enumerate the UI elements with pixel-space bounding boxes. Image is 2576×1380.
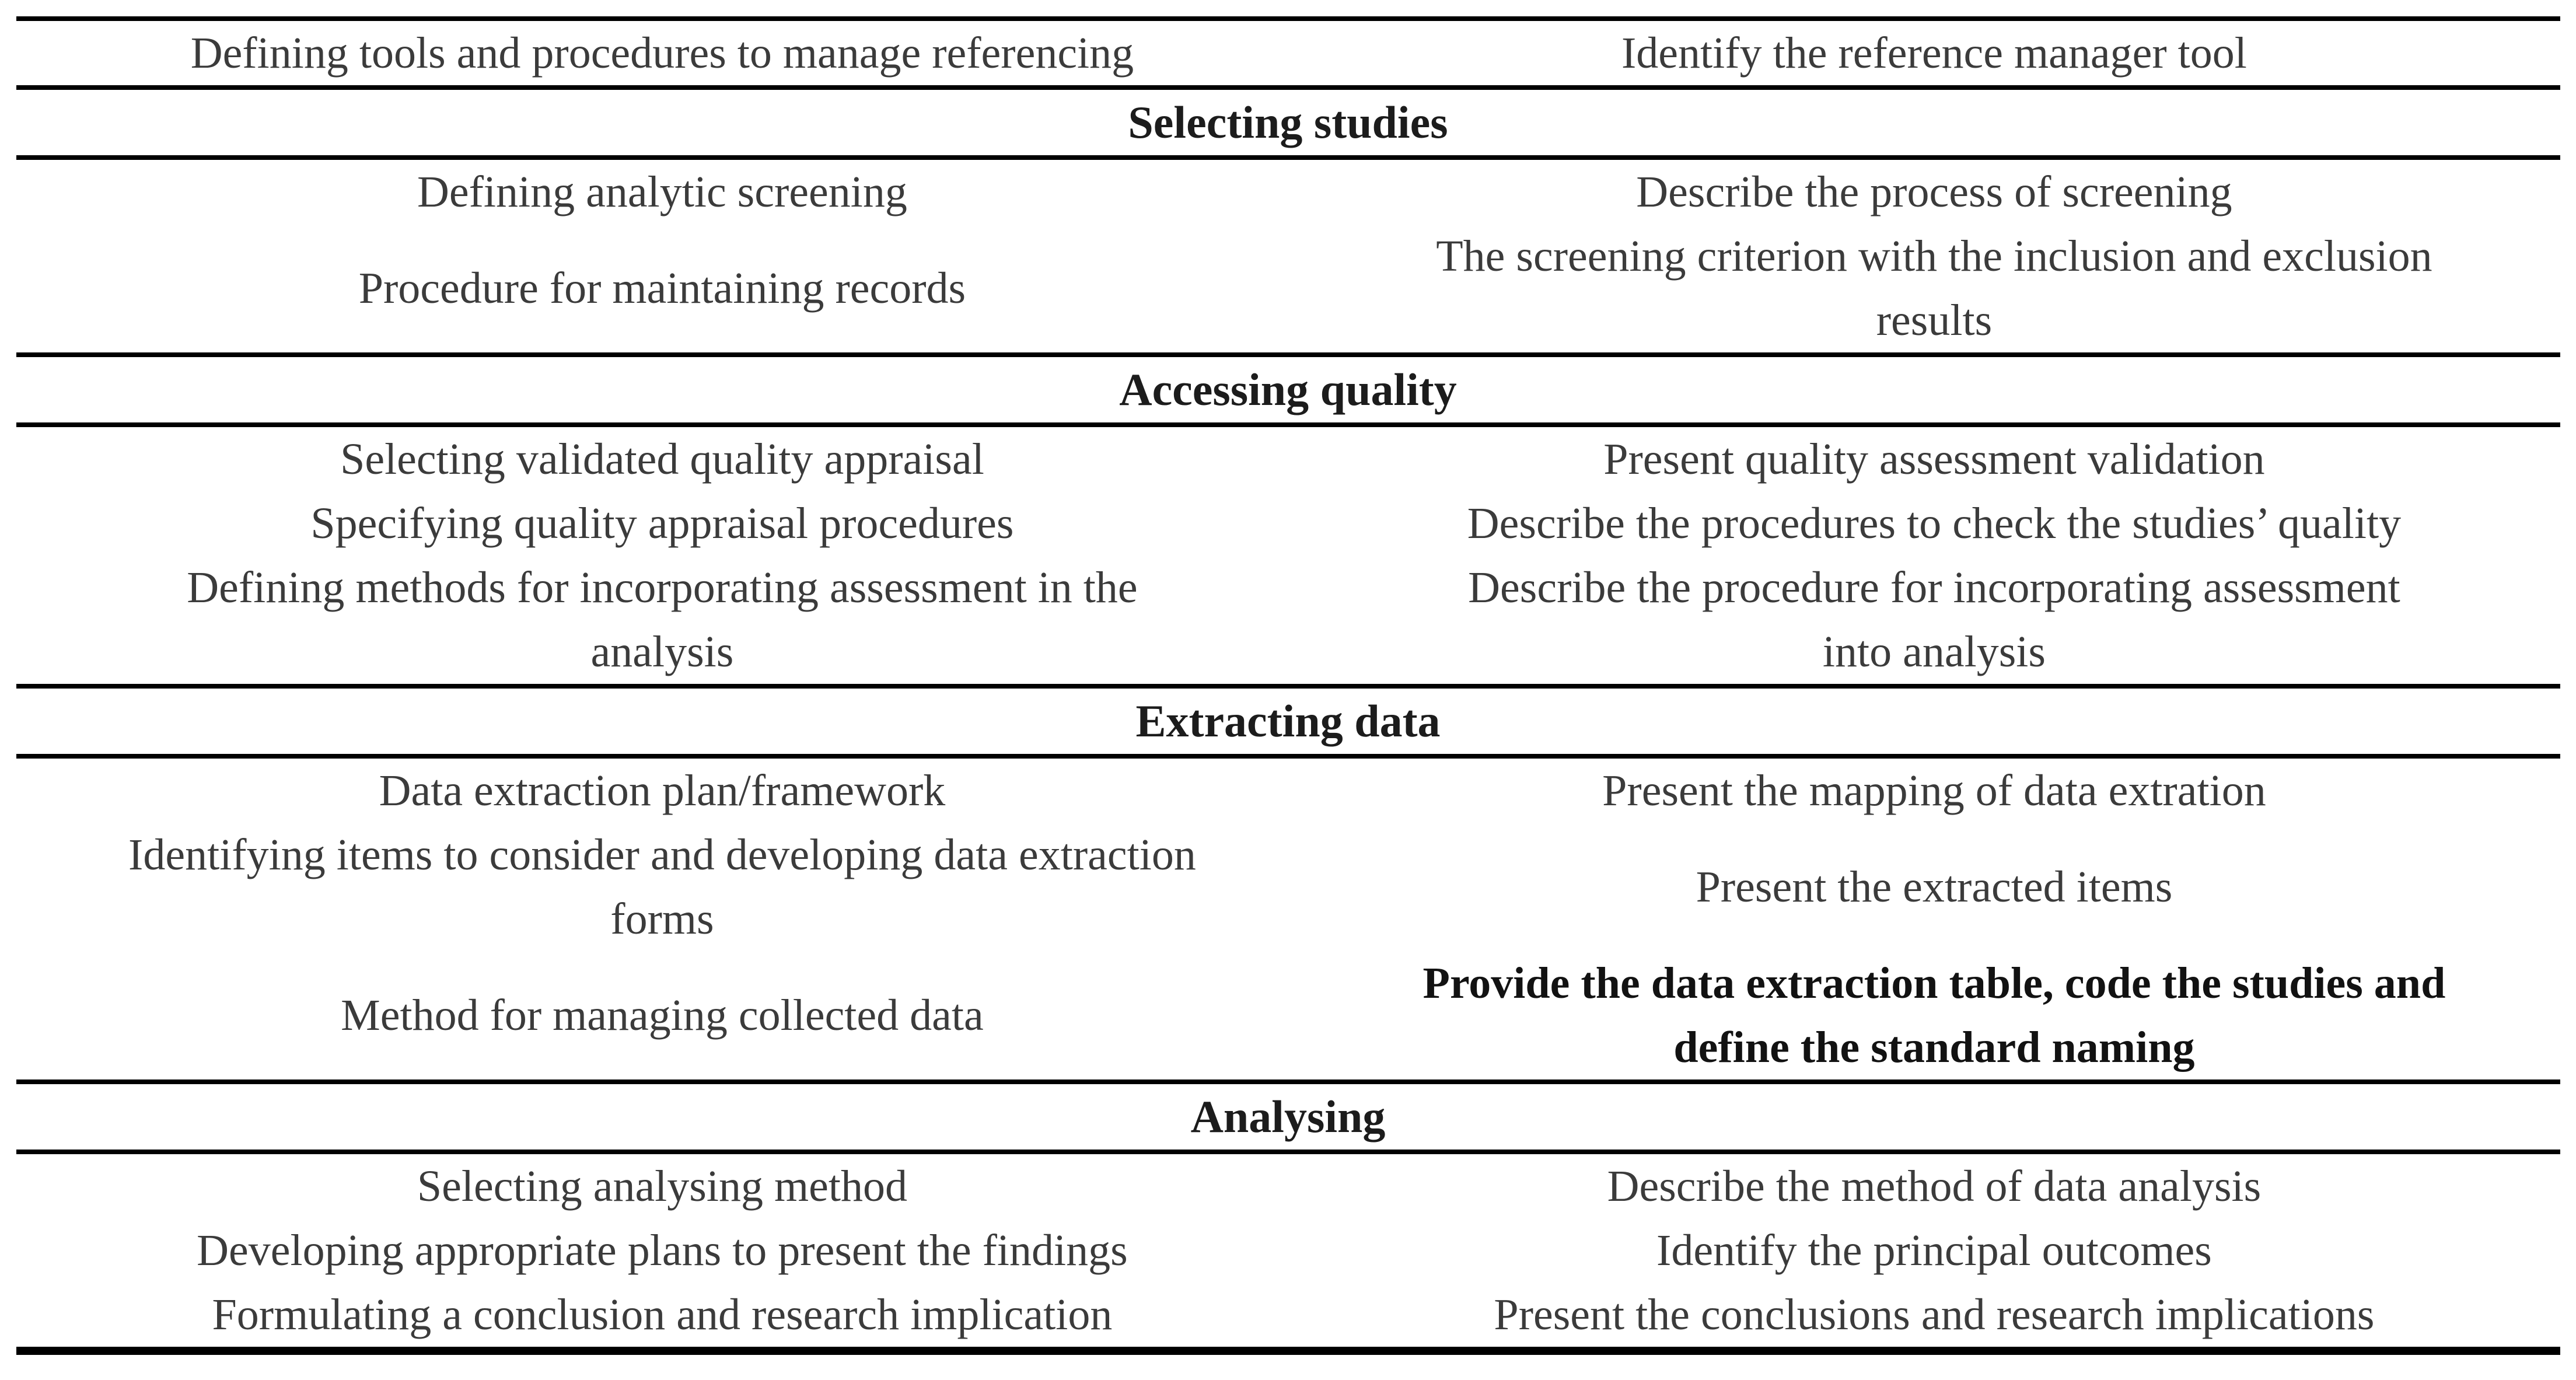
cell-step: Defining methods for incorporating asses… (187, 563, 1138, 676)
section-header-extracting-data: Extracting data (16, 684, 2560, 759)
cell-step: Specifying quality appraisal procedures (310, 499, 1014, 548)
section-header-row: Analysing (16, 1079, 2560, 1154)
table-row: Developing appropriate plans to present … (16, 1218, 2560, 1283)
cell-output-emphasis: Provide the data extraction table, code … (1422, 959, 2446, 1072)
table-row: Defining tools and procedures to manage … (16, 19, 2560, 88)
cell-output: Present the conclusions and research imp… (1494, 1290, 2375, 1339)
methodology-table: Defining tools and procedures to manage … (16, 16, 2560, 1355)
cell-step: Defining tools and procedures to manage … (190, 29, 1134, 78)
section-header-accessing-quality: Accessing quality (16, 352, 2560, 427)
table-row: Defining methods for incorporating asses… (16, 556, 2560, 686)
cell-output: The screening criterion with the inclusi… (1436, 232, 2432, 345)
cell-output: Identify the principal outcomes (1656, 1226, 2212, 1275)
cell-step: Selecting validated quality appraisal (340, 435, 984, 484)
table-row: Identifying items to consider and develo… (16, 823, 2560, 951)
table-row: Specifying quality appraisal procedures … (16, 491, 2560, 556)
cell-step: Method for managing collected data (341, 991, 984, 1040)
cell-step: Data extraction plan/framework (379, 766, 946, 815)
table-row: Method for managing collected data Provi… (16, 951, 2560, 1082)
cell-output: Describe the procedures to check the stu… (1467, 499, 2402, 548)
section-header-analysing: Analysing (16, 1079, 2560, 1154)
cell-output: Identify the reference manager tool (1621, 29, 2247, 78)
table-row: Selecting validated quality appraisal Pr… (16, 425, 2560, 491)
cell-step: Identifying items to consider and develo… (128, 830, 1196, 944)
section-header-row: Extracting data (16, 684, 2560, 759)
cell-step: Formulating a conclusion and research im… (212, 1290, 1113, 1339)
cell-output: Describe the method of data analysis (1607, 1162, 2262, 1211)
cell-output: Describe the procedure for incorporating… (1468, 563, 2400, 676)
cell-step: Selecting analysing method (417, 1162, 907, 1211)
table-row: Data extraction plan/framework Present t… (16, 756, 2560, 823)
cell-output: Present the mapping of data extration (1602, 766, 2266, 815)
cell-output: Present quality assessment validation (1603, 435, 2265, 484)
section-header-selecting-studies: Selecting studies (16, 85, 2560, 160)
table-row: Procedure for maintaining records The sc… (16, 224, 2560, 355)
cell-step: Procedure for maintaining records (358, 264, 966, 313)
table-row: Formulating a conclusion and research im… (16, 1283, 2560, 1351)
section-header-row: Accessing quality (16, 352, 2560, 427)
cell-output: Present the extracted items (1696, 862, 2173, 911)
cell-step: Developing appropriate plans to present … (197, 1226, 1128, 1275)
table-row: Defining analytic screening Describe the… (16, 158, 2560, 224)
cell-step: Defining analytic screening (417, 167, 907, 216)
cell-output: Describe the process of screening (1636, 167, 2232, 216)
section-header-row: Selecting studies (16, 85, 2560, 160)
table-row: Selecting analysing method Describe the … (16, 1152, 2560, 1218)
